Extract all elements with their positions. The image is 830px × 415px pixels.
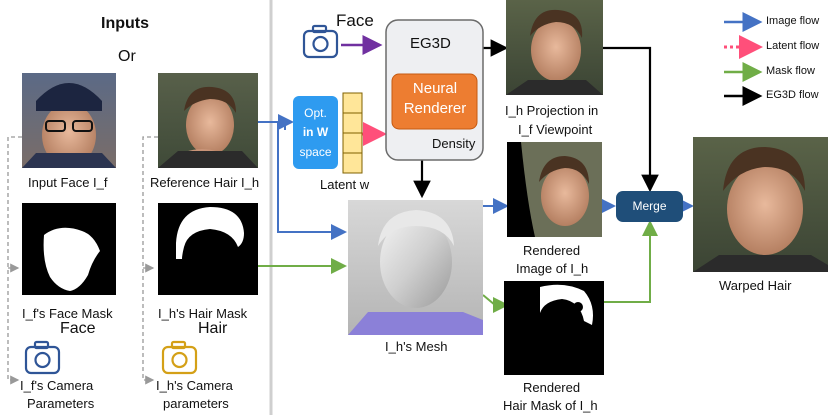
dashed-camera-links — [7, 136, 158, 385]
opt-space-label-2: space — [299, 145, 332, 159]
legend-mask-flow: Mask flow — [766, 65, 815, 77]
opt-box — [293, 96, 338, 169]
image-flow-arrows — [258, 114, 694, 240]
projection-image — [506, 0, 603, 95]
opt-space-label: in W — [302, 125, 329, 139]
warped-hair-image — [693, 137, 828, 272]
rendered-hair-mask-image — [504, 281, 604, 375]
mask-flow-arrows — [258, 220, 658, 313]
face-mask-caption: I_f's Face Mask — [22, 306, 113, 321]
mesh-image — [348, 200, 483, 335]
camera-icon — [24, 340, 61, 375]
eg3d-label: EG3D — [410, 35, 451, 52]
input-face-image — [22, 73, 116, 168]
neural-renderer-box — [391, 73, 478, 130]
legend-image-flow: Image flow — [766, 15, 820, 27]
inputs-title: Inputs — [101, 15, 149, 32]
face-camera-caption-2: Parameters — [27, 396, 95, 411]
latent-label: Latent w — [320, 177, 370, 192]
rendered-mask-caption-2: Hair Mask of I_h — [503, 398, 598, 413]
legend-latent-flow: Latent flow — [766, 40, 820, 52]
reference-hair-caption: Reference Hair I_h — [150, 175, 260, 190]
hair-mask-image — [158, 203, 258, 295]
warped-hair-caption: Warped Hair — [719, 278, 792, 293]
camera-icon — [161, 340, 198, 375]
rendered-mask-caption-1: Rendered — [523, 380, 581, 395]
density-label: Density — [432, 136, 476, 151]
projection-caption-1: I_h Projection in — [505, 103, 599, 118]
hair-camera-label: Hair — [198, 320, 228, 337]
legend — [724, 12, 763, 106]
rendered-image — [507, 142, 602, 237]
eg3d-flow-arrows — [413, 39, 659, 199]
rendered-image-caption-2: Image of I_h — [516, 261, 589, 276]
mesh-caption: I_h's Mesh — [385, 339, 448, 354]
face-mask-image — [22, 203, 116, 295]
reference-hair-image — [158, 73, 258, 168]
hair-camera-caption-2: parameters — [163, 396, 229, 411]
face-camera-label: Face — [60, 320, 96, 337]
opt-label: Opt. — [304, 106, 327, 120]
legend-eg3d-flow: EG3D flow — [766, 89, 819, 101]
merge-box — [616, 191, 683, 222]
hair-camera-caption-1: I_h's Camera — [156, 378, 233, 393]
merge-label: Merge — [632, 199, 667, 213]
or-label: Or — [118, 48, 136, 65]
neural-renderer-label: Neural Renderer — [403, 80, 467, 117]
latent-vector — [342, 92, 363, 174]
camera-icon — [302, 24, 339, 59]
input-face-caption: Input Face I_f — [28, 175, 108, 190]
rendered-image-caption-1: Rendered — [523, 243, 581, 258]
face-camera-caption-1: I_f's Camera — [20, 378, 94, 393]
face-camera-top-label: Face — [336, 11, 374, 30]
hair-mask-caption: I_h's Hair Mask — [158, 306, 248, 321]
projection-caption-2: I_f Viewpoint — [518, 122, 593, 137]
